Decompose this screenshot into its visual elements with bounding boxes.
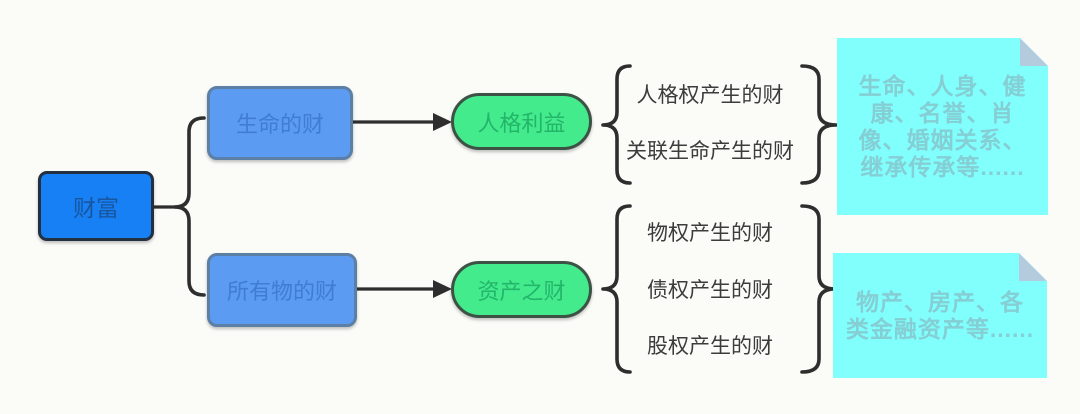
list-item-property-rights: 物权产生的财 (647, 222, 773, 245)
list-item-life-related: 关联生命产生的财 (626, 140, 794, 163)
list-item-personality-right: 人格权产生的财 (636, 84, 784, 107)
node-property-wealth: 所有物的财 (207, 253, 357, 327)
node-life-wealth: 生命的财 (207, 86, 353, 160)
arrow-life-to-personality (351, 113, 452, 131)
note-text: 物产、房产、各 类金融资产等...... (845, 288, 1035, 342)
note-text: 生命、人身、健 康、名誉、肖 像、婚姻关系、 继承传承等...... (858, 72, 1027, 180)
node-asset-wealth: 资产之财 (451, 261, 592, 318)
node-personality-interest: 人格利益 (451, 93, 592, 150)
list-item-debt-rights: 债权产生的财 (647, 279, 773, 302)
asset-items-open-brace (601, 204, 632, 374)
root-children-brace (173, 116, 206, 297)
arrow-property-to-asset (355, 280, 452, 298)
personality-items-close-brace (800, 64, 838, 185)
note-asset-examples: 物产、房产、各 类金融资产等...... (833, 253, 1047, 378)
list-item-equity-rights: 股权产生的财 (647, 335, 773, 358)
root-node-wealth: 财富 (38, 171, 154, 241)
personality-items-open-brace (601, 64, 632, 185)
note-personality-examples: 生命、人身、健 康、名誉、肖 像、婚姻关系、 继承传承等...... (837, 38, 1048, 215)
